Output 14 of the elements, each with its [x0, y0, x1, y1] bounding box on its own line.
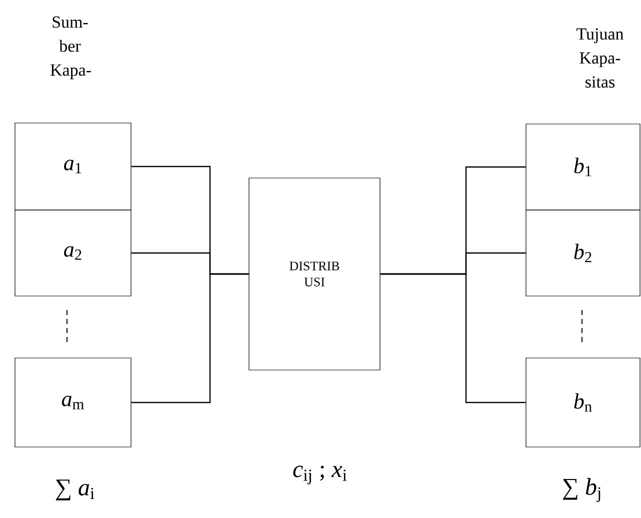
formula-label: ∑ a$_{i}$: [56, 480, 94, 500]
column-heading: Tujuan Kapa- sitas: [576, 28, 624, 88]
connector-line: [380, 273, 526, 404]
destination-box: b$_{1}$: [526, 124, 640, 210]
destination-box: b$_{2}$: [526, 210, 640, 296]
formula-label: c$_{ij}$ ; x$_{i}$: [293, 466, 347, 484]
connector-line: [131, 273, 249, 404]
source-box: a$_{2}$: [14, 210, 132, 296]
source-box: a$_{m}$: [14, 358, 132, 448]
distribution-box: DISTRIB USI: [248, 178, 380, 370]
destination-box: b$_{n}$: [526, 358, 640, 448]
formula-label: ∑ b$_{j}$: [562, 478, 600, 502]
column-heading: Sum- ber Kapa-: [50, 16, 91, 80]
source-box: a$_{1}$: [14, 122, 132, 210]
